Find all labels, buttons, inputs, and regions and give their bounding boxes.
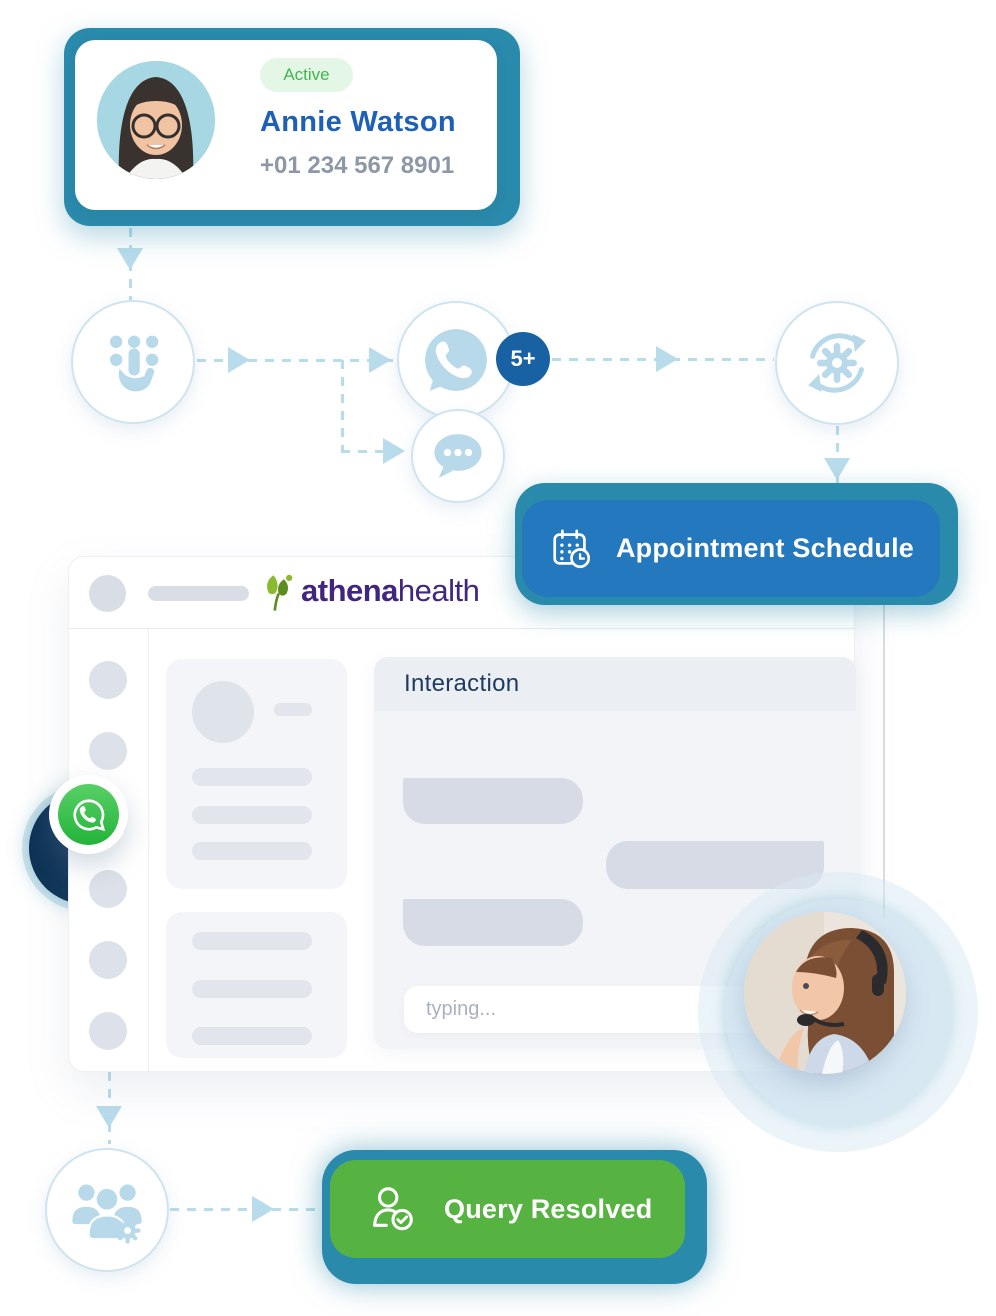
calendar-clock-icon bbox=[553, 528, 591, 568]
appointment-button[interactable]: Appointment Schedule bbox=[522, 500, 940, 597]
connector-appointment-to-agent bbox=[883, 600, 885, 918]
window-avatar-placeholder bbox=[89, 575, 126, 612]
arrowhead-right-icon bbox=[252, 1196, 274, 1222]
whatsapp-floating-bubble bbox=[49, 775, 128, 854]
arrowhead-right-icon bbox=[656, 346, 678, 372]
text-placeholder bbox=[192, 842, 312, 860]
connector-branch-to-chat bbox=[341, 450, 405, 453]
window-divider bbox=[148, 629, 149, 1072]
connector-tap-to-whatsapp bbox=[197, 359, 393, 362]
text-placeholder bbox=[192, 768, 312, 786]
athenahealth-logo: athenahealth bbox=[263, 571, 480, 611]
athenahealth-logo-text: athenahealth bbox=[301, 573, 480, 608]
arrowhead-down-icon bbox=[824, 458, 850, 480]
incoming-message-placeholder bbox=[403, 899, 583, 946]
arrowhead-down-icon bbox=[96, 1106, 122, 1128]
interaction-header: Interaction bbox=[374, 657, 856, 711]
whatsapp-logo bbox=[58, 784, 119, 845]
flow-node-tap bbox=[71, 300, 195, 424]
avatar-placeholder bbox=[192, 681, 254, 743]
window-searchbar-placeholder bbox=[148, 586, 249, 601]
sidebar-item-placeholder bbox=[89, 661, 127, 699]
contact-phone: +01 234 567 8901 bbox=[260, 152, 455, 179]
connector-team-to-query bbox=[170, 1208, 330, 1211]
whatsapp-icon bbox=[425, 329, 487, 391]
conversation-card-placeholder bbox=[166, 912, 347, 1058]
arrowhead-down-icon bbox=[117, 248, 143, 270]
sidebar-item-placeholder bbox=[89, 1012, 127, 1050]
arrowhead-right-icon bbox=[383, 438, 405, 464]
appointment-button-label: Appointment Schedule bbox=[615, 533, 914, 563]
incoming-message-placeholder bbox=[403, 778, 583, 824]
sidebar-item-placeholder bbox=[89, 732, 127, 770]
text-placeholder bbox=[192, 806, 312, 824]
text-placeholder bbox=[274, 703, 312, 716]
message-count-badge: 5+ bbox=[496, 332, 550, 386]
status-label: Active bbox=[283, 65, 330, 84]
connector-branch-down bbox=[341, 360, 344, 452]
support-team-icon bbox=[70, 1182, 144, 1244]
sync-gear-icon bbox=[808, 333, 866, 393]
arrowhead-right-icon bbox=[369, 347, 391, 373]
whatsapp-glyph-icon bbox=[72, 798, 105, 831]
status-badge: Active bbox=[260, 58, 353, 92]
chat-bubble-icon bbox=[434, 434, 482, 478]
text-placeholder bbox=[192, 932, 312, 950]
avatar bbox=[97, 61, 215, 179]
window-header: athenahealth bbox=[69, 557, 854, 629]
flow-node-sync bbox=[775, 301, 899, 425]
contact-name: Annie Watson bbox=[260, 106, 456, 138]
text-placeholder bbox=[192, 980, 312, 998]
contact-card: Active Annie Watson +01 234 567 8901 bbox=[75, 40, 497, 210]
support-agent-photo bbox=[744, 912, 906, 1074]
athenahealth-leaf-icon bbox=[267, 574, 293, 611]
conversation-card-placeholder bbox=[166, 659, 347, 889]
annie-avatar-illustration bbox=[97, 61, 215, 179]
flow-node-team bbox=[45, 1148, 169, 1272]
query-resolved-label: Query Resolved bbox=[444, 1193, 653, 1224]
flow-node-chat bbox=[411, 409, 505, 503]
typing-placeholder: typing... bbox=[426, 998, 497, 1020]
message-count: 5+ bbox=[510, 346, 536, 371]
agent-illustration bbox=[744, 912, 906, 1074]
interaction-title: Interaction bbox=[404, 670, 520, 697]
tap-input-icon bbox=[109, 335, 159, 392]
text-placeholder bbox=[192, 1027, 312, 1045]
arrowhead-right-icon bbox=[228, 347, 250, 373]
sidebar-item-placeholder bbox=[89, 941, 127, 979]
person-check-icon bbox=[373, 1187, 413, 1231]
connector-sync-to-appointment bbox=[836, 426, 839, 484]
sidebar-item-placeholder bbox=[89, 870, 127, 908]
query-resolved-button[interactable]: Query Resolved bbox=[330, 1160, 685, 1258]
